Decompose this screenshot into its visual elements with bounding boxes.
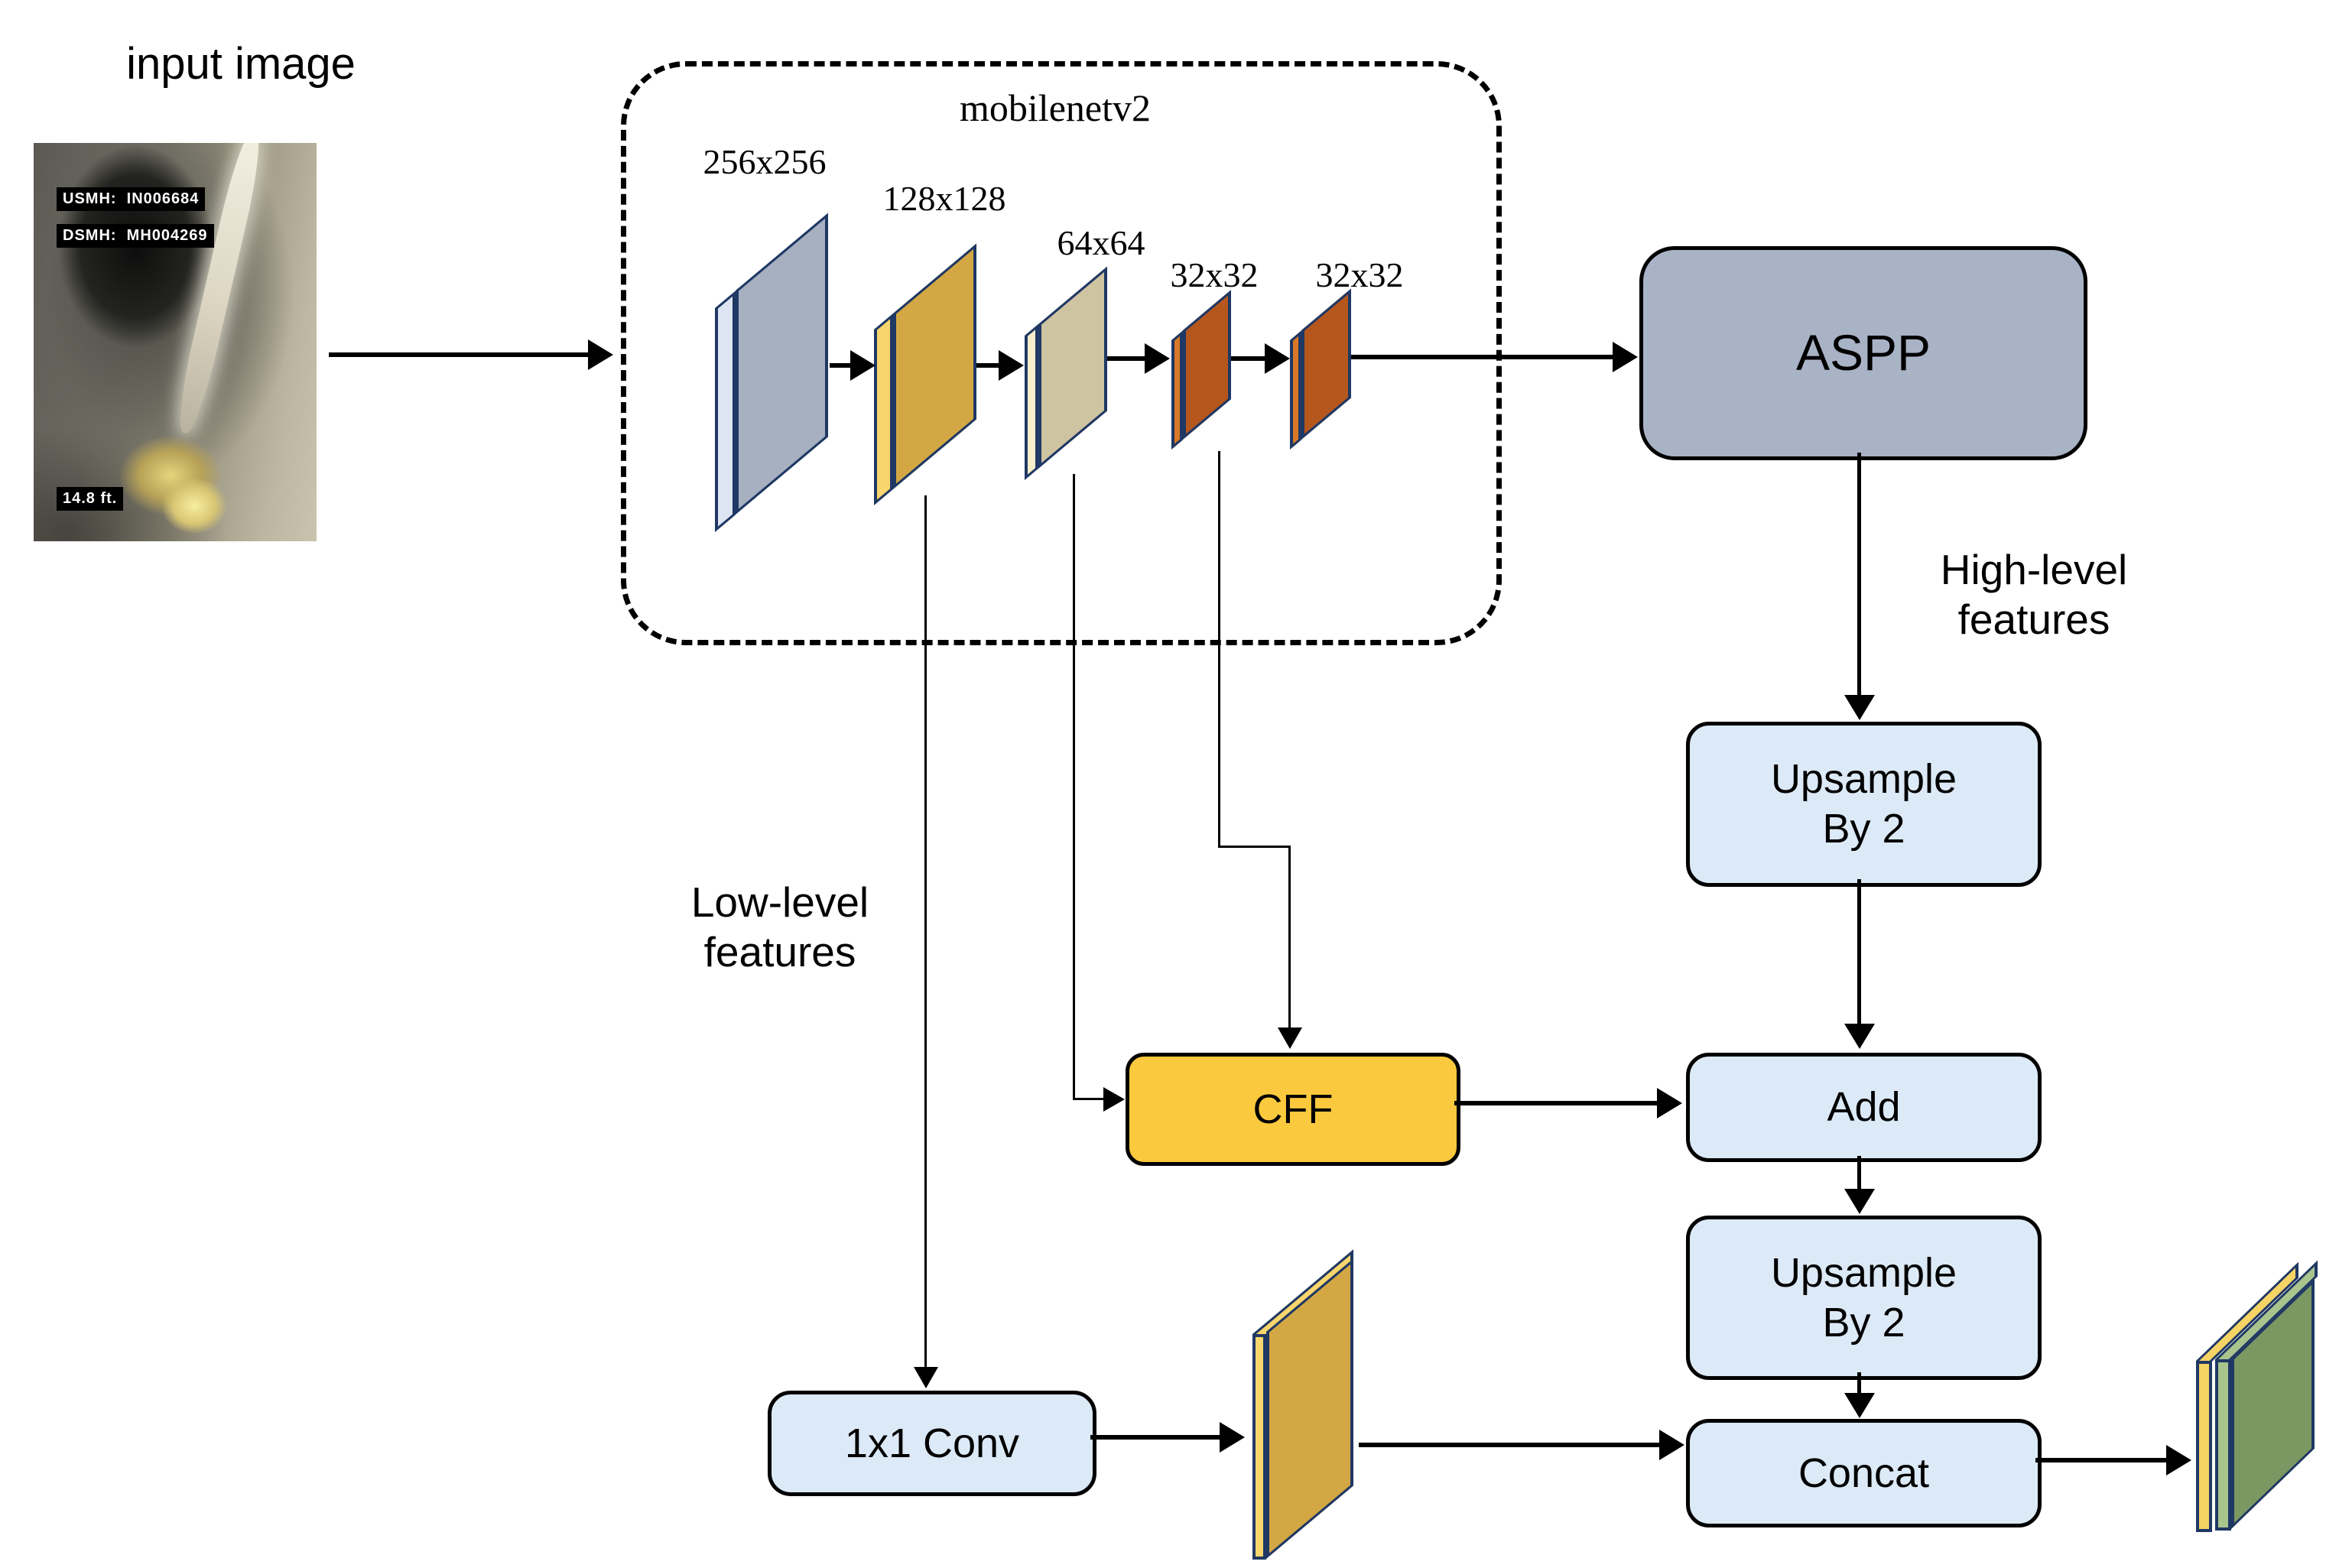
arrow-slab3-slab4 xyxy=(1107,356,1145,361)
arrow-slab-to-concat xyxy=(1359,1443,1660,1447)
slab-front-strip xyxy=(1290,330,1301,450)
line-32-down xyxy=(1218,451,1220,848)
arrow-backbone-to-aspp xyxy=(1351,355,1613,359)
upsample2-label-line1: Upsample xyxy=(1770,1249,1957,1296)
upsample2-label-line2: By 2 xyxy=(1822,1299,1905,1346)
conv1x1-label: 1x1 Conv xyxy=(844,1420,1020,1466)
cff-label: CFF xyxy=(1252,1086,1334,1132)
photo-overlay-distance: 14.8 ft. xyxy=(57,487,124,511)
upsample2-node: Upsample By 2 xyxy=(1686,1216,2042,1380)
photo-overlay-dsmh: DSMH: MH004269 xyxy=(57,224,214,248)
feature-size-128: 128x128 xyxy=(882,179,1006,218)
arrow-slab2-slab3 xyxy=(976,363,999,368)
cff-node: CFF xyxy=(1126,1053,1460,1166)
feature-size-64: 64x64 xyxy=(1057,223,1145,262)
line-32-bend xyxy=(1218,846,1291,848)
feature-size-32a: 32x32 xyxy=(1170,255,1259,294)
input-image-label: input image xyxy=(126,39,356,89)
slab-front-strip xyxy=(715,291,736,532)
output-yellow-strip xyxy=(2196,1361,2212,1532)
slab-front-strip xyxy=(1252,1334,1266,1560)
arrow-cff-to-add xyxy=(1454,1101,1658,1105)
slab-front-strip xyxy=(1025,323,1038,480)
conv1x1-node: 1x1 Conv xyxy=(768,1391,1096,1496)
photo-overlay-usmh: USMH: IN006684 xyxy=(57,187,206,211)
aspp-node: ASPP xyxy=(1639,246,2087,460)
arrow-slab1-slab2 xyxy=(830,363,851,368)
add-label: Add xyxy=(1827,1084,1901,1131)
input-photo: USMH: IN006684 DSMH: MH004269 14.8 ft. xyxy=(34,143,317,541)
line-64-down xyxy=(1073,474,1075,1099)
high-level-features-label: High-level features xyxy=(1940,546,2128,643)
arrow-128-to-conv xyxy=(924,495,927,1367)
output-green-strip xyxy=(2215,1359,2231,1531)
arrow-concat-to-output xyxy=(2035,1458,2167,1462)
backbone-name: mobilenetv2 xyxy=(960,86,1151,129)
upsample1-node: Upsample By 2 xyxy=(1686,722,2042,887)
concat-label: Concat xyxy=(1798,1450,1930,1496)
backbone-dashed-box xyxy=(621,61,1502,645)
arrow-aspp-to-upsample1 xyxy=(1857,453,1861,696)
feature-size-32b: 32x32 xyxy=(1315,255,1404,294)
slab-front-strip xyxy=(1171,330,1183,450)
aspp-label: ASPP xyxy=(1795,324,1931,381)
pipe-debris-bright xyxy=(152,469,237,541)
slab-front-strip xyxy=(874,313,893,505)
arrow-upsample1-to-add xyxy=(1857,879,1861,1024)
add-node: Add xyxy=(1686,1053,2042,1162)
upsample1-label-line2: By 2 xyxy=(1822,806,1905,852)
arrow-64-to-cff xyxy=(1073,1098,1103,1100)
arrow-input-to-backbone xyxy=(329,352,589,357)
arrow-conv-to-slab xyxy=(1090,1435,1220,1440)
upsample1-label-line1: Upsample xyxy=(1770,756,1957,803)
concat-node: Concat xyxy=(1686,1419,2042,1527)
arrow-add-to-upsample2 xyxy=(1857,1156,1861,1190)
feature-size-256: 256x256 xyxy=(703,142,827,181)
low-level-features-label: Low-level features xyxy=(690,878,869,976)
slab-face xyxy=(1266,1258,1353,1559)
arrow-32-to-cff xyxy=(1288,846,1291,1027)
arrow-upsample2-to-concat xyxy=(1857,1372,1861,1394)
arrow-slab4-slab5 xyxy=(1231,356,1265,361)
